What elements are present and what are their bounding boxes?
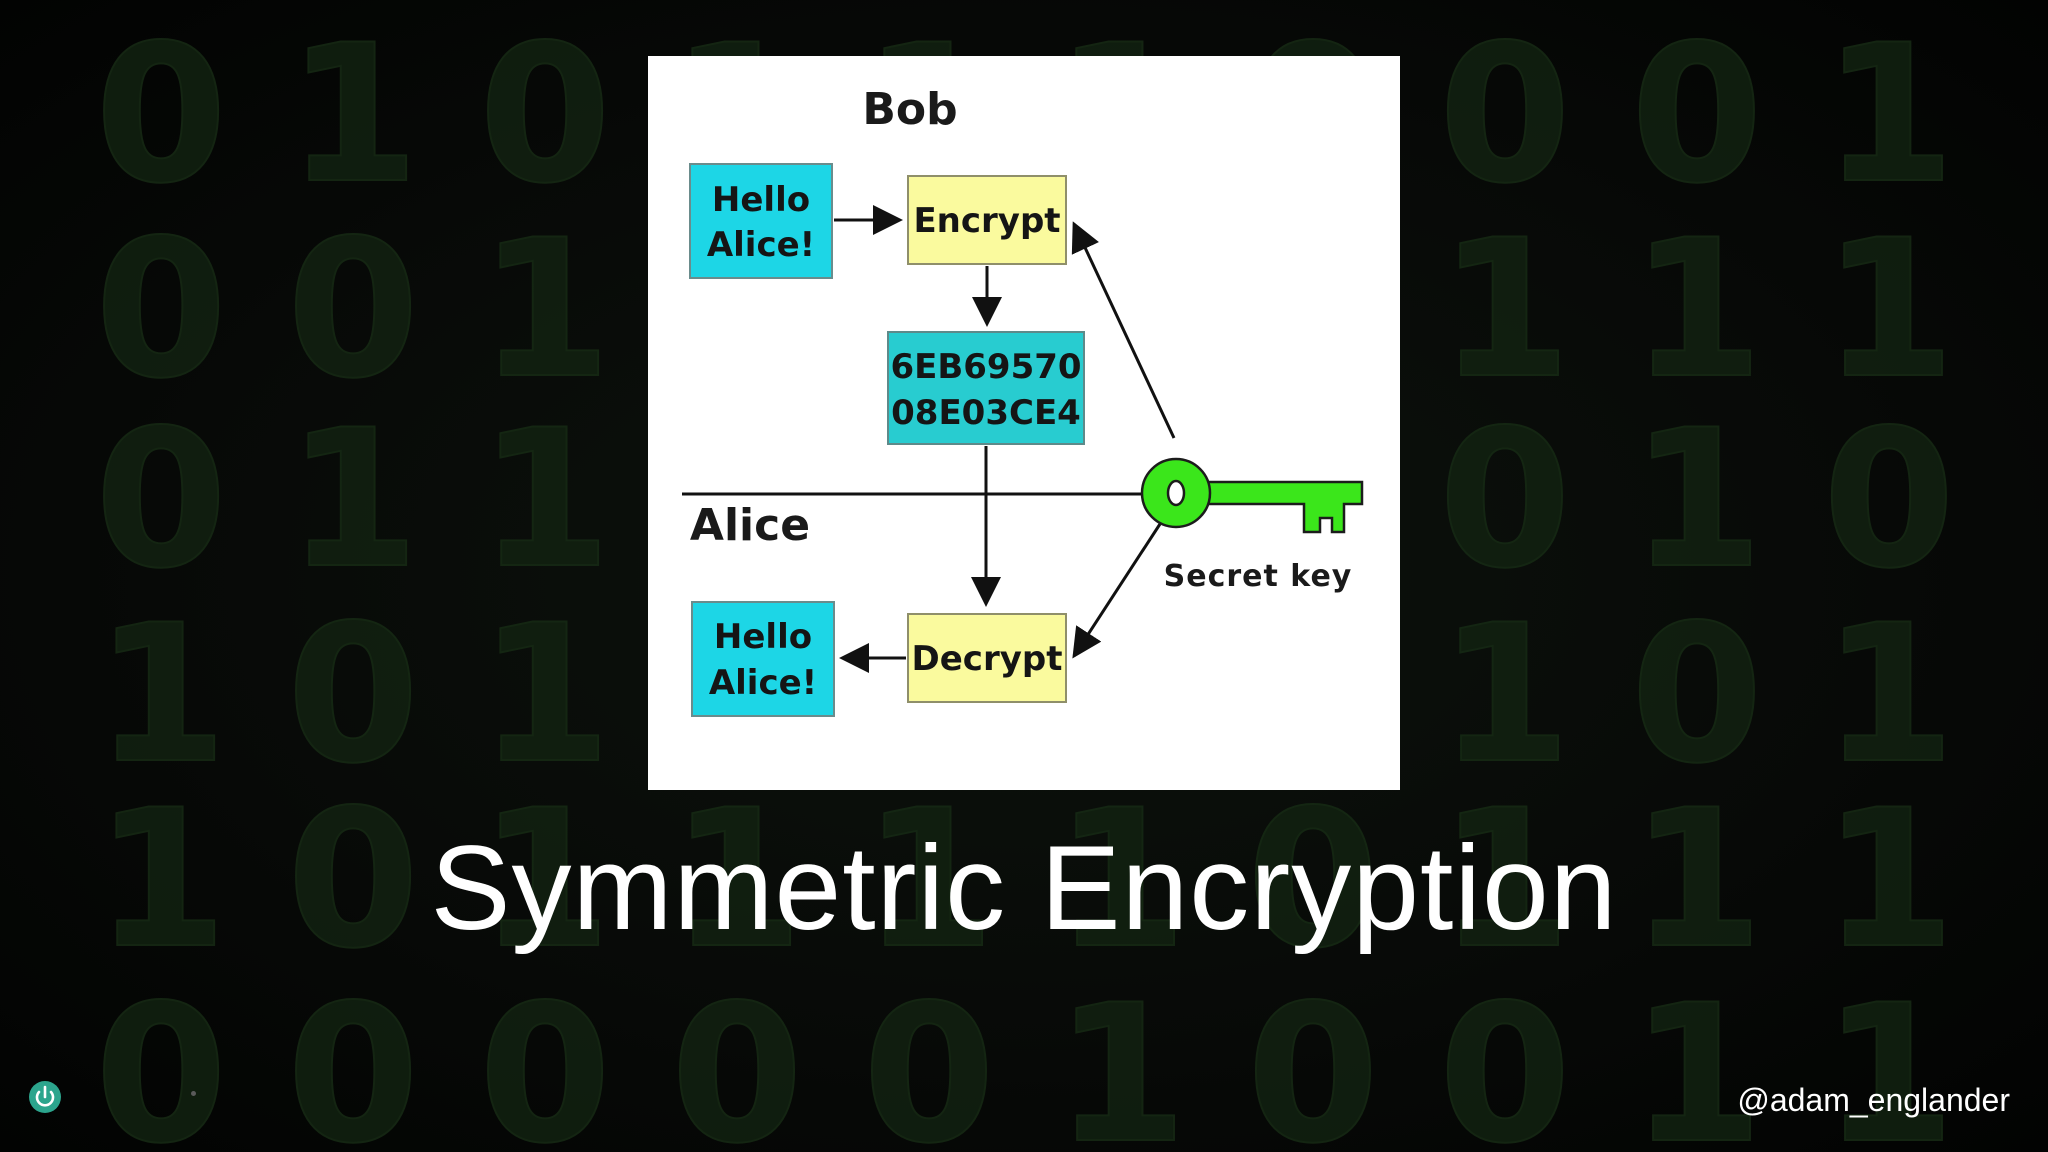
arrow-key-to-encrypt — [1071, 221, 1176, 439]
plaintext-input-line-1: Hello — [712, 180, 810, 220]
arrow-key-to-decrypt — [1072, 523, 1162, 659]
author-handle: @adam_englander — [1737, 1082, 2010, 1118]
ciphertext-line-2: 08E03CE4 — [891, 393, 1081, 433]
encrypt-box — [907, 175, 1067, 265]
plaintext-input-box — [689, 163, 833, 279]
plaintext-output-box — [691, 601, 835, 717]
plaintext-output-line-1: Hello — [714, 617, 812, 657]
plaintext-input-line-2: Alice! — [707, 225, 815, 265]
power-leaf-icon — [29, 1081, 61, 1113]
sender-label: Bob — [862, 84, 957, 135]
receiver-label: Alice — [690, 500, 810, 551]
decrypt-label: Decrypt — [912, 639, 1063, 679]
binary-row-6: 0 0 0 0 0 1 0 0 1 1 — [95, 964, 1955, 1152]
decrypt-box — [907, 613, 1067, 703]
ciphertext-line-1: 6EB69570 — [890, 347, 1081, 387]
secret-key-label: Secret key — [1164, 559, 1353, 594]
slide-title: Symmetric Encryption — [430, 821, 1618, 955]
key-icon — [1140, 457, 1364, 534]
symmetric-encryption-diagram: Bob Hello Alice! Encrypt 6EB69570 08E03C… — [682, 84, 1364, 717]
plaintext-output-line-2: Alice! — [709, 663, 817, 703]
ciphertext-box — [887, 331, 1085, 445]
diagram-panel: Bob Hello Alice! Encrypt 6EB69570 08E03C… — [648, 56, 1400, 790]
slide-marker-dot — [191, 1091, 196, 1096]
encrypt-label: Encrypt — [913, 201, 1060, 241]
binary-row-5: 1 0 1 1 1 1 0 1 1 1 — [95, 769, 1955, 990]
